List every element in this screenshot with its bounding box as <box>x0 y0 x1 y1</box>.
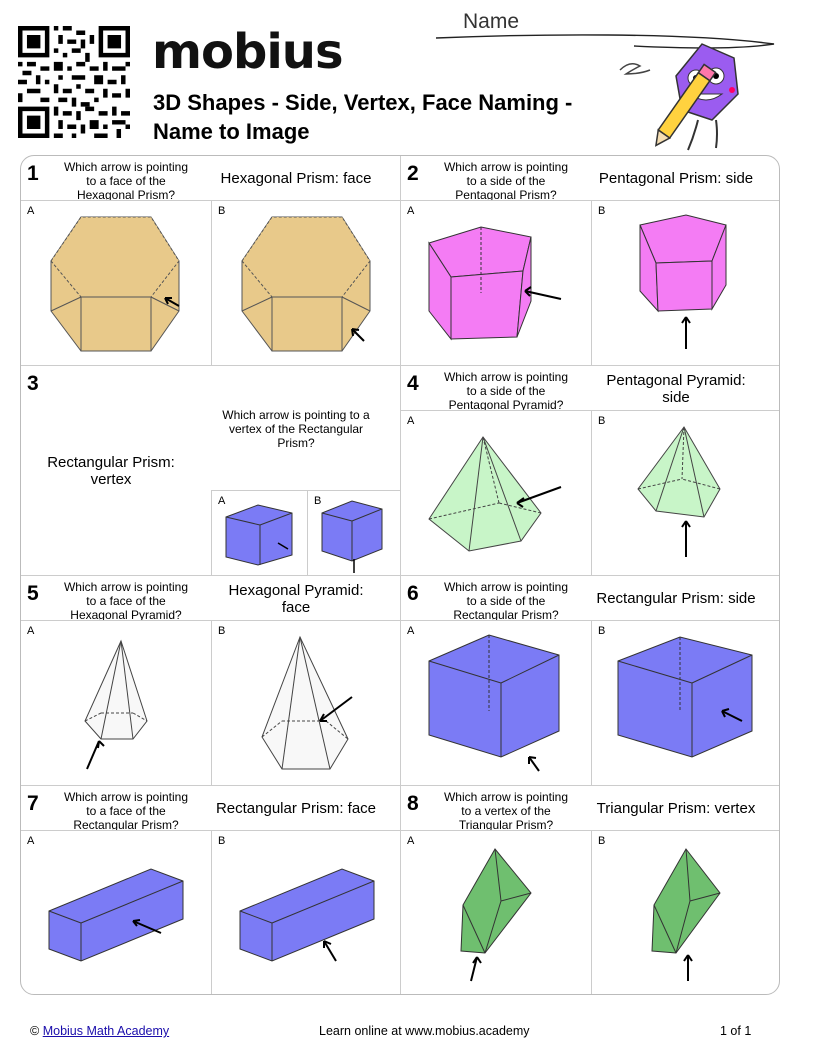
option-a[interactable]: A <box>401 410 591 576</box>
option-b[interactable]: B <box>591 620 779 786</box>
worksheet-title: 3D Shapes - Side, Vertex, Face Naming - … <box>153 90 573 144</box>
problem-number: 7 <box>27 792 39 815</box>
rectangular-prism-image <box>225 504 293 566</box>
hexagonal-prism-image <box>241 216 371 352</box>
answer-label: Pentagonal Pyramid: side <box>606 372 746 406</box>
option-b[interactable]: B <box>591 200 779 366</box>
option-a[interactable]: A <box>401 200 591 366</box>
problem-7: 7 Which arrow is pointing to a face of t… <box>21 786 401 994</box>
option-letter: A <box>407 415 415 427</box>
problem-3: 3 Rectangular Prism: vertex Which arrow … <box>21 366 401 576</box>
option-letter: A <box>407 205 415 217</box>
option-letter: B <box>218 835 226 847</box>
problem-number: 6 <box>407 582 419 605</box>
question-text: Which arrow is pointing to a vertex of t… <box>443 790 569 830</box>
hexagonal-prism-image <box>50 216 180 352</box>
mascot-illustration <box>619 43 739 151</box>
option-b[interactable]: B <box>211 830 401 994</box>
option-a[interactable]: A <box>211 490 307 576</box>
problem-6: 6 Which arrow is pointing to a side of t… <box>401 576 779 786</box>
problem-8: 8 Which arrow is pointing to a vertex of… <box>401 786 779 994</box>
question-text: Which arrow is pointing to a side of the… <box>443 580 569 620</box>
name-line <box>435 34 775 49</box>
answer-label: Rectangular Prism: face <box>215 800 377 817</box>
answer-label: Hexagonal Prism: face <box>220 170 372 187</box>
option-a[interactable]: A <box>21 200 211 366</box>
question-text: Which arrow is pointing to a face of the… <box>63 790 189 830</box>
triangular-prism-image <box>651 848 721 981</box>
option-letter: B <box>218 205 226 217</box>
option-b[interactable]: B <box>211 620 401 786</box>
option-a[interactable]: A <box>21 830 211 994</box>
option-a[interactable]: A <box>21 620 211 786</box>
rectangular-prism-image <box>48 868 184 962</box>
option-letter: A <box>407 835 415 847</box>
answer-label: Pentagonal Prism: side <box>598 170 754 187</box>
pentagonal-pyramid-image <box>637 426 721 557</box>
option-b[interactable]: B <box>591 830 779 994</box>
copyright-symbol: © <box>30 1024 40 1038</box>
mobius-logo: mobius <box>152 24 344 80</box>
option-letter: A <box>407 625 415 637</box>
question-text: Which arrow is pointing to a side of the… <box>443 370 569 410</box>
footer-center: Learn online at www.mobius.academy <box>319 1024 530 1038</box>
problem-number: 5 <box>27 582 39 605</box>
problem-grid: 1 Which arrow is pointing to a face of t… <box>20 155 780 995</box>
qr-code <box>18 26 130 138</box>
answer-label: Rectangular Prism: side <box>596 590 756 607</box>
question-text: Which arrow is pointing to a side of the… <box>443 160 569 200</box>
option-letter: B <box>598 205 606 217</box>
rectangular-prism-image <box>617 636 753 758</box>
problem-number: 1 <box>27 162 39 185</box>
rectangular-prism-image <box>428 634 560 772</box>
footer-copyright: © Mobius Math Academy <box>30 1024 169 1038</box>
rectangular-prism-image <box>321 500 383 573</box>
problem-number: 2 <box>407 162 419 185</box>
option-letter: B <box>218 625 226 637</box>
option-letter: A <box>27 205 35 217</box>
brand-text: mobius <box>152 24 344 80</box>
problem-1: 1 Which arrow is pointing to a face of t… <box>21 156 401 366</box>
option-letter: A <box>27 625 35 637</box>
option-letter: B <box>598 415 606 427</box>
problem-number: 3 <box>27 372 39 395</box>
pentagonal-prism-image <box>639 214 727 349</box>
answer-label: Rectangular Prism: vertex <box>47 454 175 488</box>
name-label: Name <box>463 10 520 33</box>
answer-label: Triangular Prism: vertex <box>596 800 756 817</box>
problem-number: 4 <box>407 372 419 395</box>
option-letter: A <box>27 835 35 847</box>
question-text: Which arrow is pointing to a face of the… <box>63 580 189 620</box>
option-a[interactable]: A <box>401 830 591 994</box>
mobius-link[interactable]: Mobius Math Academy <box>42 1024 170 1038</box>
problem-2: 2 Which arrow is pointing to a side of t… <box>401 156 779 366</box>
pentagonal-prism-image <box>428 226 562 341</box>
hexagonal-pyramid-image <box>261 635 353 770</box>
option-letter: B <box>598 625 606 637</box>
rectangular-prism-image <box>239 868 375 962</box>
page-number: 1 of 1 <box>720 1024 752 1038</box>
hexagonal-pyramid-image <box>84 639 148 770</box>
option-b[interactable]: B <box>211 200 401 366</box>
option-letter: A <box>218 495 226 507</box>
answer-label: Hexagonal Pyramid: face <box>228 582 364 616</box>
option-a[interactable]: A <box>401 620 591 786</box>
option-b[interactable]: B <box>591 410 779 576</box>
problem-4: 4 Which arrow is pointing to a side of t… <box>401 366 779 576</box>
question-text: Which arrow is pointing to a vertex of t… <box>222 408 370 450</box>
option-letter: B <box>314 495 322 507</box>
option-b[interactable]: B <box>307 490 401 576</box>
problem-number: 8 <box>407 792 419 815</box>
pentagonal-pyramid-image <box>428 436 562 552</box>
question-text: Which arrow is pointing to a face of the… <box>63 160 189 200</box>
problem-5: 5 Which arrow is pointing to a face of t… <box>21 576 401 786</box>
option-letter: B <box>598 835 606 847</box>
triangular-prism-image <box>460 848 532 982</box>
